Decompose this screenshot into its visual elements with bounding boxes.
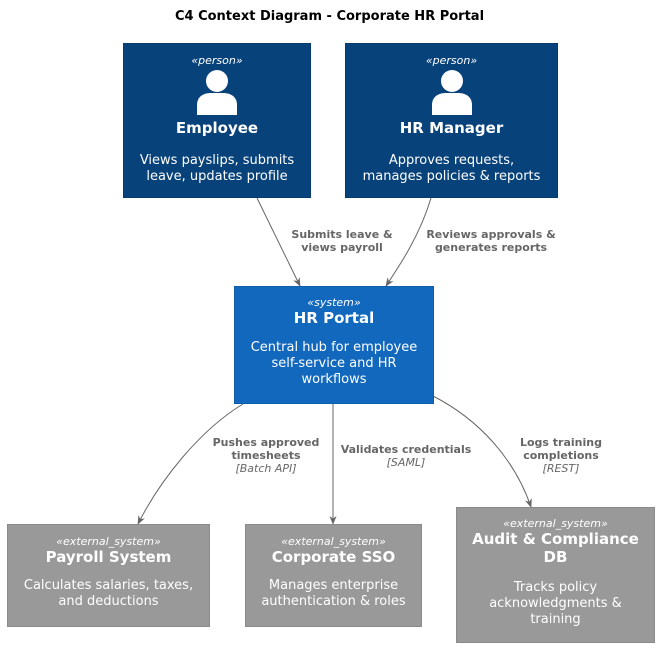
stereotype: «external_system»	[503, 517, 608, 530]
node-description: Manages enterprise authentication & role…	[246, 578, 421, 610]
external-system-sso[interactable]: «external_system» Corporate SSO Manages …	[245, 524, 422, 627]
description-line: authentication & roles	[261, 594, 406, 609]
stereotype: «person»	[191, 54, 243, 67]
node-name: HR Manager	[399, 119, 504, 137]
description-line: self-service and HR	[271, 356, 397, 371]
edge-hr-portal-to-payroll	[137, 403, 244, 525]
edge-label-line: views payroll	[301, 241, 383, 254]
edge-label-hr-manager-hr-portal: Reviews approvals & generates reports	[416, 228, 566, 254]
edge-label-hr-portal-payroll: Pushes approved timesheets [Batch API]	[200, 436, 332, 475]
stereotype: «person»	[425, 54, 478, 67]
node-name: Corporate SSO	[271, 548, 396, 566]
node-name: Employee	[175, 119, 259, 137]
description-line: Views payslips, submits	[139, 153, 295, 168]
edge-hr-portal-to-audit	[432, 395, 532, 508]
external-system-audit-db[interactable]: «external_system» Audit & Compliance DB …	[456, 507, 655, 643]
description-line: training	[530, 612, 581, 627]
edge-label-line: completions	[523, 449, 599, 462]
description-line: Calculates salaries, taxes,	[23, 578, 194, 593]
person-employee[interactable]: «person» Employee Views payslips, submit…	[123, 43, 311, 198]
description-line: workflows	[301, 372, 367, 387]
external-system-payroll[interactable]: «external_system» Payroll System Calcula…	[7, 524, 210, 627]
person-hr-manager[interactable]: «person» HR Manager Approves requests, m…	[345, 43, 558, 198]
person-icon	[124, 69, 310, 115]
name-line: Audit & Compliance	[472, 530, 639, 548]
description-line: Manages enterprise	[268, 578, 399, 593]
edge-technology: [SAML]	[386, 456, 426, 469]
node-name: Audit & Compliance DB	[457, 530, 654, 566]
edge-employee-to-hr-portal	[256, 197, 301, 287]
edge-label-employee-hr-portal: Submits leave & views payroll	[276, 228, 408, 254]
stereotype: «system»	[307, 296, 361, 309]
edge-label-line: Reviews approvals &	[426, 228, 556, 241]
node-description: Approves requests, manages policies & re…	[346, 153, 557, 185]
description-line: Central hub for employee	[250, 340, 418, 355]
node-description: Views payslips, submits leave, updates p…	[124, 153, 310, 185]
stereotype: «external_system»	[281, 535, 386, 548]
node-description: Tracks policy acknowledgments & training	[457, 580, 654, 628]
edge-label-hr-portal-audit: Logs training completions [REST]	[502, 436, 620, 475]
description-line: and deductions	[58, 594, 159, 609]
description-line: Tracks policy	[513, 580, 598, 595]
edge-label-line: Pushes approved	[212, 436, 320, 449]
description-line: leave, updates profile	[146, 169, 288, 184]
description-line: acknowledgments &	[489, 596, 622, 611]
edge-label-hr-portal-sso: Validates credentials [SAML]	[333, 443, 479, 469]
node-name: Payroll System	[45, 548, 172, 566]
description-line: Approves requests,	[388, 153, 515, 168]
name-line: DB	[543, 548, 568, 566]
edge-label-line: timesheets	[231, 449, 301, 462]
node-description: Calculates salaries, taxes, and deductio…	[8, 578, 209, 610]
node-description: Central hub for employee self-service an…	[235, 340, 433, 388]
person-icon	[346, 69, 557, 115]
edge-label-line: Submits leave &	[291, 228, 393, 241]
edge-hr-manager-to-hr-portal	[385, 197, 432, 287]
diagram-title: C4 Context Diagram - Corporate HR Portal	[174, 9, 485, 24]
description-line: manages policies & reports	[362, 169, 541, 184]
edge-technology: [Batch API]	[235, 462, 297, 475]
edge-technology: [REST]	[542, 462, 580, 475]
system-hr-portal[interactable]: «system» HR Portal Central hub for emplo…	[234, 286, 434, 404]
stereotype: «external_system»	[56, 535, 161, 548]
edge-label-line: Validates credentials	[340, 443, 472, 456]
edge-label-line: generates reports	[434, 241, 548, 254]
node-name: HR Portal	[293, 309, 375, 327]
edge-label-line: Logs training	[519, 436, 602, 449]
